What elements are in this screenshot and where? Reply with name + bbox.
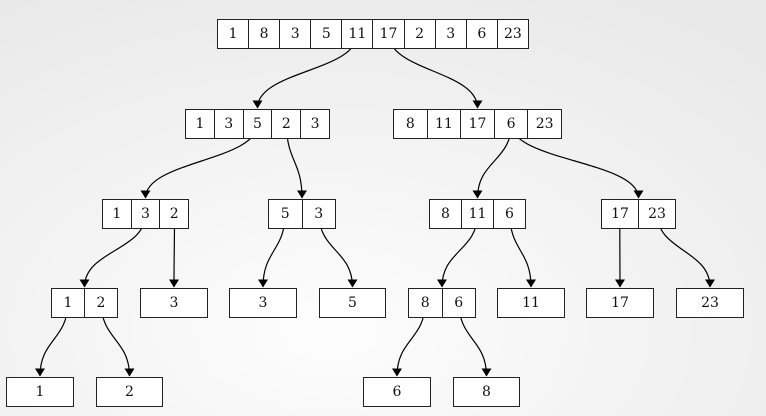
node-cell: 8 — [441, 206, 450, 222]
node-cell: 8 — [405, 116, 415, 132]
node-cell: 17 — [460, 110, 494, 138]
node-cell: 6 — [493, 200, 525, 228]
node-cell: 23 — [638, 200, 675, 228]
node-rr-right: 23 — [676, 288, 744, 318]
node-cell: 3 — [434, 20, 466, 48]
node-cell: 23 — [701, 295, 719, 311]
node-cell: 11 — [461, 200, 493, 228]
node-cell: 2 — [271, 110, 300, 138]
node-cell: 3 — [213, 110, 243, 138]
node-cell: 1 — [228, 26, 238, 42]
node-cell: 17 — [611, 206, 629, 222]
node-cell: 2 — [159, 200, 188, 228]
node-cell: 23 — [496, 20, 528, 48]
node-cell: 2 — [84, 289, 117, 317]
node-cell: 6 — [493, 110, 528, 138]
node-rl-right: 11 — [497, 288, 565, 318]
node-cell: 8 — [420, 295, 430, 311]
node-cell: 17 — [372, 20, 403, 48]
node-cell: 3 — [169, 295, 179, 311]
node-ll-right: 3 — [140, 288, 208, 318]
node-cell: 8 — [248, 20, 279, 48]
node-cell: 3 — [258, 295, 268, 311]
node-cell: 5 — [310, 20, 341, 48]
node-cell: 2 — [403, 20, 435, 48]
node-cell: 5 — [348, 295, 357, 311]
node-cell: 1 — [35, 384, 45, 400]
node-cell: 1 — [63, 295, 73, 311]
node-cell: 23 — [527, 110, 561, 138]
node-cell: 8 — [482, 384, 491, 400]
node-cell: 3 — [130, 200, 160, 228]
node-cell: 6 — [441, 289, 476, 317]
node-cell: 6 — [392, 384, 402, 400]
node-cell: 6 — [465, 20, 497, 48]
node-cell: 5 — [280, 206, 290, 222]
node-cell: 2 — [125, 384, 134, 400]
node-cell: 3 — [301, 200, 336, 228]
node-rll-left: 6 — [363, 377, 431, 407]
node-cell: 5 — [242, 110, 272, 138]
node-cell: 11 — [341, 20, 372, 48]
node-cell: 3 — [279, 20, 310, 48]
node-rr-left: 17 — [586, 288, 654, 318]
node-cell: 3 — [300, 110, 329, 138]
node-lll-right: 2 — [96, 377, 163, 407]
node-lr-left: 3 — [229, 288, 297, 318]
node-cell: 1 — [195, 116, 205, 132]
node-cell: 11 — [522, 295, 540, 311]
node-lll-left: 1 — [6, 377, 74, 407]
node-lr-right: 5 — [319, 288, 386, 318]
node-cell: 1 — [112, 206, 122, 222]
node-cell: 17 — [611, 295, 629, 311]
node-rll-right: 8 — [453, 377, 520, 407]
node-cell: 11 — [426, 110, 461, 138]
